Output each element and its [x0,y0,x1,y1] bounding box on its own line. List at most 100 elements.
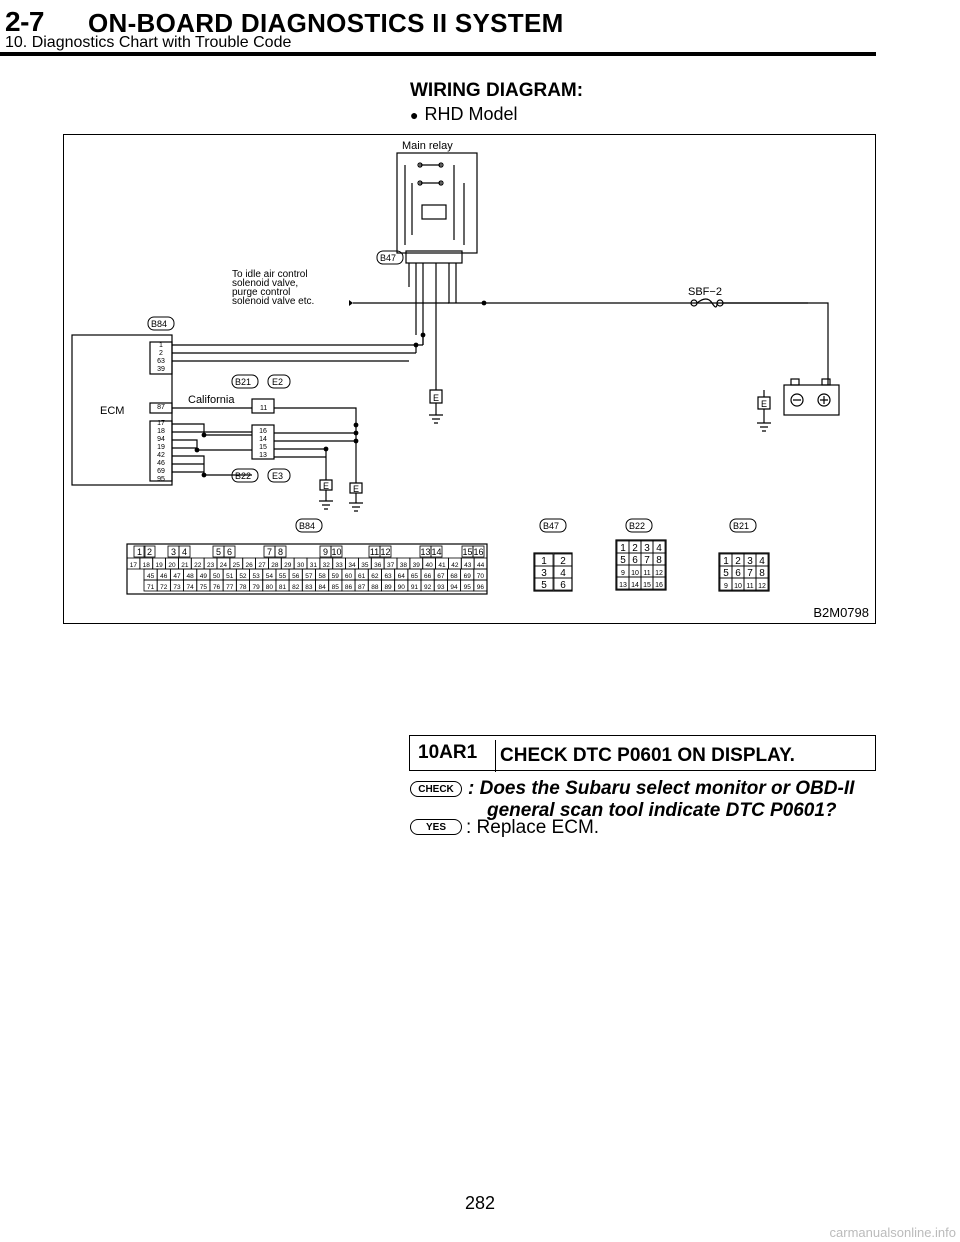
watermark: carmanualsonline.info [829,1225,956,1240]
b84-pin: 27 [258,562,266,569]
main-relay-box [396,152,478,254]
b84-pin: 69 [464,573,472,580]
b21-connector-label: B21 [733,521,749,531]
b84-pin: 77 [226,584,234,591]
b84-pin: 10 [331,547,341,557]
b84-pin: 88 [371,584,379,591]
b84-pin: 49 [200,573,208,580]
b84-pin: 4 [182,547,187,557]
ground-label-e2: E [323,481,329,491]
b84-pin: 32 [323,562,331,569]
b84-pin-cell [472,545,485,558]
b84-pin: 37 [387,562,395,569]
b84-pin: 44 [477,562,485,569]
b22-connector-outline [615,539,667,591]
b84-pin: 16 [473,547,483,557]
b84-pin: 42 [451,562,459,569]
b84-pin: 86 [345,584,353,591]
california-pin: 11 [260,405,267,412]
b22-pin-cell [652,576,666,590]
b22-pin: 16 [259,428,267,435]
b22-pin: 7 [644,555,650,566]
check-question-line1: : Does the Subaru select monitor or OBD-… [468,778,855,799]
b84-pin: 8 [278,547,283,557]
e2-label: E2 [272,377,283,387]
b84-pin: 63 [384,573,392,580]
step-code: 10AR1 [418,742,478,763]
b84-pin: 92 [424,584,432,591]
step-divider [495,740,496,772]
b22-label: B22 [235,471,251,481]
b47-pin: 1 [541,556,547,567]
b84-pin: 71 [147,584,155,591]
b84-pin: 5 [216,547,221,557]
battery [783,384,840,416]
ecm-pin: 46 [157,460,165,467]
b84-pin: 61 [358,573,366,580]
b22-pin: 1 [620,543,626,554]
b84-pin: 58 [318,573,326,580]
b47-pin: 5 [541,580,547,591]
b22-pin: 5 [620,555,626,566]
to-idle-label-4: solenoid valve etc. [232,296,314,307]
section-title: WIRING DIAGRAM: [410,80,584,101]
b84-pin-cell [133,545,146,558]
b84-pin: 29 [284,562,292,569]
b84-pin: 56 [292,573,300,580]
b84-pin: 81 [279,584,287,591]
to-idle-label-3: purge control [232,287,290,298]
to-idle-label-1: To idle air control [232,269,308,280]
b84-pin: 22 [194,562,202,569]
b84-pin: 66 [424,573,432,580]
b47-terminal-strip [405,250,463,264]
b84-pin: 84 [318,584,326,591]
b22-pin: 4 [656,543,662,554]
b84-pin: 82 [292,584,300,591]
b22-pin: 15 [259,444,267,451]
ground-label-battery: E [761,399,767,409]
b84-pin: 51 [226,573,234,580]
b84-pin: 70 [477,573,485,580]
b84-pin-cell [178,545,191,558]
b84-pin: 12 [380,547,390,557]
b84-pin: 30 [297,562,305,569]
b21-pin: 3 [747,556,753,567]
b84-pin: 23 [207,562,215,569]
b84-pin: 25 [233,562,241,569]
b21-pin: 7 [747,568,753,579]
b21-pin: 11 [746,583,753,590]
step-title: CHECK DTC P0601 ON DISPLAY. [500,745,795,766]
b84-pin: 6 [227,547,232,557]
b22-pin: 14 [631,582,639,589]
b84-pin: 31 [310,562,318,569]
b84-pin: 38 [400,562,408,569]
b84-pin: 21 [181,562,189,569]
b84-pin: 48 [187,573,195,580]
b84-pin: 96 [477,584,485,591]
b84-pin: 46 [160,573,168,580]
b84-pin: 13 [420,547,430,557]
b22-pin: 3 [644,543,650,554]
b84-pin: 41 [438,562,446,569]
check-question: : Does the Subaru select monitor or OBD-… [468,778,868,822]
ecm-pin: 42 [157,452,165,459]
b84-pin: 68 [450,573,458,580]
ecm-pin: 94 [157,436,165,443]
b47-pin: 3 [541,568,547,579]
b84-pin-cell [330,545,343,558]
yes-badge-icon: YES [410,819,462,835]
b47-pin-cell [534,577,554,591]
wiring-diagram: Main relay B47 To idle air control solen… [63,134,876,624]
section-number: 2-7 [5,6,44,37]
b84-pin: 79 [253,584,261,591]
b84-pin: 28 [271,562,279,569]
b84-pin: 11 [370,547,379,557]
b84-pin: 9 [323,547,328,557]
b84-pin: 89 [384,584,392,591]
b84-pin: 83 [305,584,313,591]
